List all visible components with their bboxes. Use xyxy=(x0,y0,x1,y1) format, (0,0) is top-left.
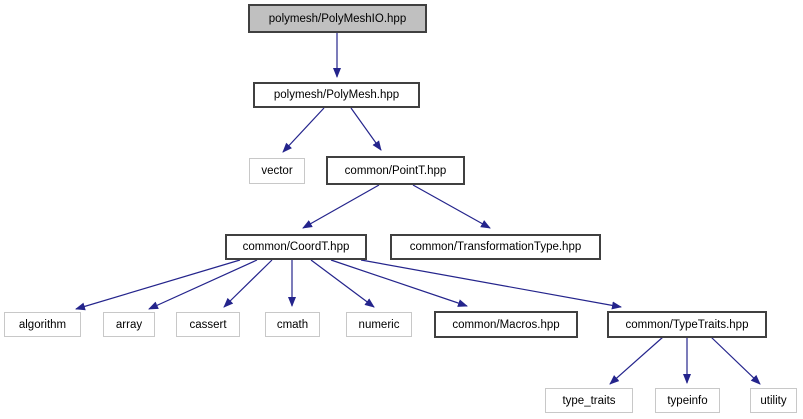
edge-coordt-to-cassert xyxy=(223,259,273,308)
node-polymesh-polymesh-hpp[interactable]: polymesh/PolyMesh.hpp xyxy=(253,82,420,108)
edge-coordt-to-typetraits xyxy=(360,259,622,310)
node-polymesh-polymeshio-hpp: polymesh/PolyMeshIO.hpp xyxy=(248,4,427,33)
node-common-pointt-hpp[interactable]: common/PointT.hpp xyxy=(326,156,465,185)
node-typeinfo: typeinfo xyxy=(655,388,720,413)
edge-coordt-to-macros xyxy=(330,259,468,307)
edge-typetraits-to-type-traits xyxy=(609,336,664,385)
node-type-traits: type_traits xyxy=(545,388,633,413)
edge-coordt-to-numeric xyxy=(310,259,375,308)
edge-coordt-to-array xyxy=(148,259,258,310)
node-vector: vector xyxy=(249,158,305,184)
node-algorithm: algorithm xyxy=(4,312,81,337)
node-cmath: cmath xyxy=(265,312,320,337)
node-array: array xyxy=(103,312,155,337)
node-common-typetraits-hpp[interactable]: common/TypeTraits.hpp xyxy=(607,311,767,338)
edge-pointt-to-coordt xyxy=(302,184,380,229)
node-common-macros-hpp[interactable]: common/Macros.hpp xyxy=(434,311,578,338)
edge-typetraits-to-utility xyxy=(710,336,761,385)
edge-polymesh-to-vector xyxy=(282,107,325,153)
node-common-coordt-hpp[interactable]: common/CoordT.hpp xyxy=(225,234,367,260)
node-numeric: numeric xyxy=(346,312,412,337)
node-common-transformationtype-hpp[interactable]: common/TransformationType.hpp xyxy=(390,234,601,260)
edge-pointt-to-transformationtype xyxy=(412,184,491,229)
node-cassert: cassert xyxy=(176,312,240,337)
edge-polymesh-to-pointt xyxy=(350,107,382,151)
node-utility: utility xyxy=(750,388,797,413)
edge-coordt-to-algorithm xyxy=(75,259,241,311)
